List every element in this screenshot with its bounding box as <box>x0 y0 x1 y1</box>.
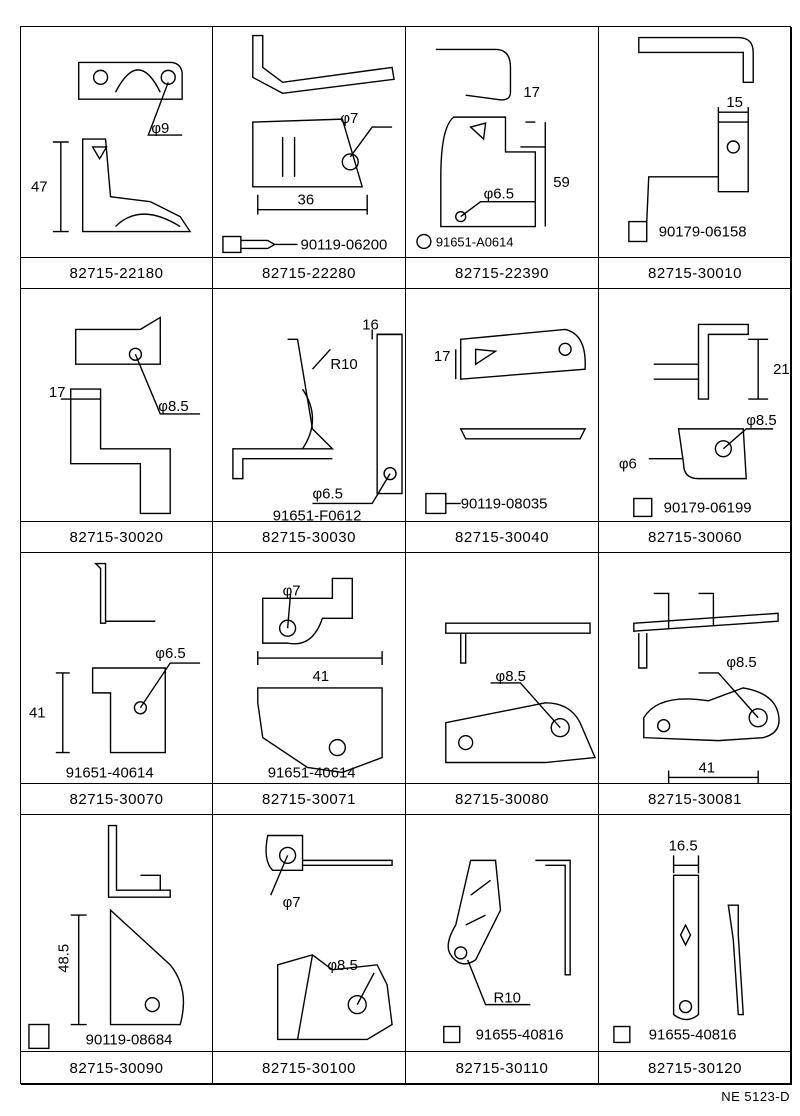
diagram-code: NE 5123-D <box>721 1089 790 1104</box>
part-drawing: 16 R10 φ6.5 91651-F0612 <box>232 316 403 521</box>
fastener-part-number: 91651-A0614 <box>436 234 514 249</box>
dim-label: 36 <box>298 192 315 209</box>
part-drawing: φ8.5 41 <box>633 592 780 783</box>
part-number: 82715-30080 <box>406 783 598 815</box>
dim-label: φ7 <box>283 582 301 599</box>
part-drawing: φ7 φ8.5 <box>265 834 393 1041</box>
part-cell: 21 φ8.5 φ6 90179-06199 82715-30060 <box>599 289 792 553</box>
dim-label: φ6 <box>619 456 637 473</box>
part-number: 82715-30071 <box>213 783 405 815</box>
part-cell: 16 R10 φ6.5 91651-F0612 82715-30030 <box>213 289 406 553</box>
dim-label: φ6.5 <box>484 186 514 203</box>
part-number: 82715-30100 <box>213 1051 405 1085</box>
part-drawing: φ7 36 90119-06200 <box>222 34 395 253</box>
dim-label: 17 <box>434 348 451 365</box>
fastener-part-number: 91651-40614 <box>66 764 154 781</box>
dim-label: 17 <box>49 384 66 401</box>
fastener-part-number: 90119-06200 <box>301 236 388 253</box>
part-drawing: φ8.5 <box>445 622 597 764</box>
dim-label: 21 <box>773 361 790 378</box>
part-cell: R10 91655-40816 82715-30110 <box>406 815 599 1085</box>
dim-label: φ6.5 <box>155 645 185 662</box>
part-number: 82715-22180 <box>21 257 212 289</box>
part-number: 82715-22280 <box>213 257 405 289</box>
dim-label: φ9 <box>151 120 169 137</box>
part-number: 82715-30030 <box>213 521 405 553</box>
part-drawing: R10 91655-40816 <box>443 859 571 1043</box>
dim-label: φ8.5 <box>496 668 526 685</box>
part-cell: 17 90119-08035 82715-30040 <box>406 289 599 553</box>
part-drawing: 16.5 91655-40816 <box>613 837 744 1043</box>
part-number: 82715-30070 <box>21 783 212 815</box>
dim-label: 16.5 <box>669 837 698 854</box>
part-cell: 48.5 90119-08684 82715-30090 <box>21 815 213 1085</box>
dim-label: φ7 <box>283 894 301 911</box>
part-cell: 17 φ8.5 82715-30020 <box>21 289 213 553</box>
part-cell: φ8.5 41 82715-30081 <box>599 553 792 815</box>
dim-label: φ7 <box>340 110 358 127</box>
part-drawing: 47 φ9 <box>31 61 192 233</box>
fastener-part-number: 91651-F0612 <box>273 507 362 521</box>
part-number: 82715-30010 <box>599 257 791 289</box>
fastener-part-number: 90119-08035 <box>461 495 548 512</box>
part-number: 82715-30110 <box>406 1051 598 1085</box>
part-drawing: 21 φ8.5 φ6 90179-06199 <box>619 323 790 518</box>
part-cell: φ7 φ8.5 82715-30100 <box>213 815 406 1085</box>
fastener-part-number: 90119-08684 <box>86 1031 173 1048</box>
dim-label: 17 <box>523 84 540 101</box>
dim-label: φ8.5 <box>158 398 188 415</box>
dim-label: φ8.5 <box>726 654 756 671</box>
part-drawing: φ7 41 91651-40614 <box>257 577 383 781</box>
part-number: 82715-30081 <box>599 783 791 815</box>
part-number: 82715-30020 <box>21 521 212 553</box>
part-cell: φ7 36 90119-06200 82715-22280 <box>213 27 406 289</box>
part-number: 82715-30040 <box>406 521 598 553</box>
part-cell: 15 90179-06158 82715-30010 <box>599 27 792 289</box>
part-number: 82715-30060 <box>599 521 791 553</box>
dim-label: 59 <box>553 174 570 191</box>
part-number: 82715-22390 <box>406 257 598 289</box>
fastener-part-number: 90179-06199 <box>664 499 752 516</box>
part-drawing: 17 90119-08035 <box>425 328 587 515</box>
part-cell: φ6.5 41 91651-40614 82715-30070 <box>21 553 213 815</box>
part-cell: 47 φ9 82715-22180 <box>21 27 213 289</box>
part-cell: 17 59 φ6.5 91651-A0614 82715-22390 <box>406 27 599 289</box>
part-drawing: 15 90179-06158 <box>628 36 754 243</box>
dim-label: φ8.5 <box>746 412 776 429</box>
parts-grid: 47 φ9 82715-22180 φ7 36 90119-06200 8271… <box>20 26 792 1085</box>
dim-label: 15 <box>726 94 743 111</box>
dim-label: 47 <box>31 179 48 196</box>
part-cell: φ8.5 82715-30080 <box>406 553 599 815</box>
part-drawing: 17 59 φ6.5 91651-A0614 <box>416 48 570 249</box>
dim-label: 16 <box>362 316 379 333</box>
fastener-part-number: 91655-40816 <box>649 1026 737 1043</box>
dim-label: 41 <box>312 668 329 685</box>
dim-label: 41 <box>698 759 715 776</box>
dim-label: R10 <box>330 356 357 373</box>
dim-label: 41 <box>29 705 46 722</box>
part-cell: 16.5 91655-40816 82715-30120 <box>599 815 792 1085</box>
part-cell: φ7 41 91651-40614 82715-30071 <box>213 553 406 815</box>
part-drawing: φ6.5 41 91651-40614 <box>29 562 201 781</box>
fastener-part-number: 91655-40816 <box>476 1026 564 1043</box>
dim-label: R10 <box>494 990 521 1007</box>
dim-label: φ6.5 <box>312 486 342 503</box>
part-number: 82715-30090 <box>21 1051 212 1085</box>
fastener-part-number: 90179-06158 <box>659 224 747 241</box>
fastener-part-number: 91651-40614 <box>268 764 356 781</box>
dim-label: φ8.5 <box>327 957 357 974</box>
part-number: 82715-30120 <box>599 1051 791 1085</box>
part-drawing: 17 φ8.5 <box>49 316 201 515</box>
part-drawing: 48.5 90119-08684 <box>28 824 185 1050</box>
dim-label: 48.5 <box>56 944 73 973</box>
